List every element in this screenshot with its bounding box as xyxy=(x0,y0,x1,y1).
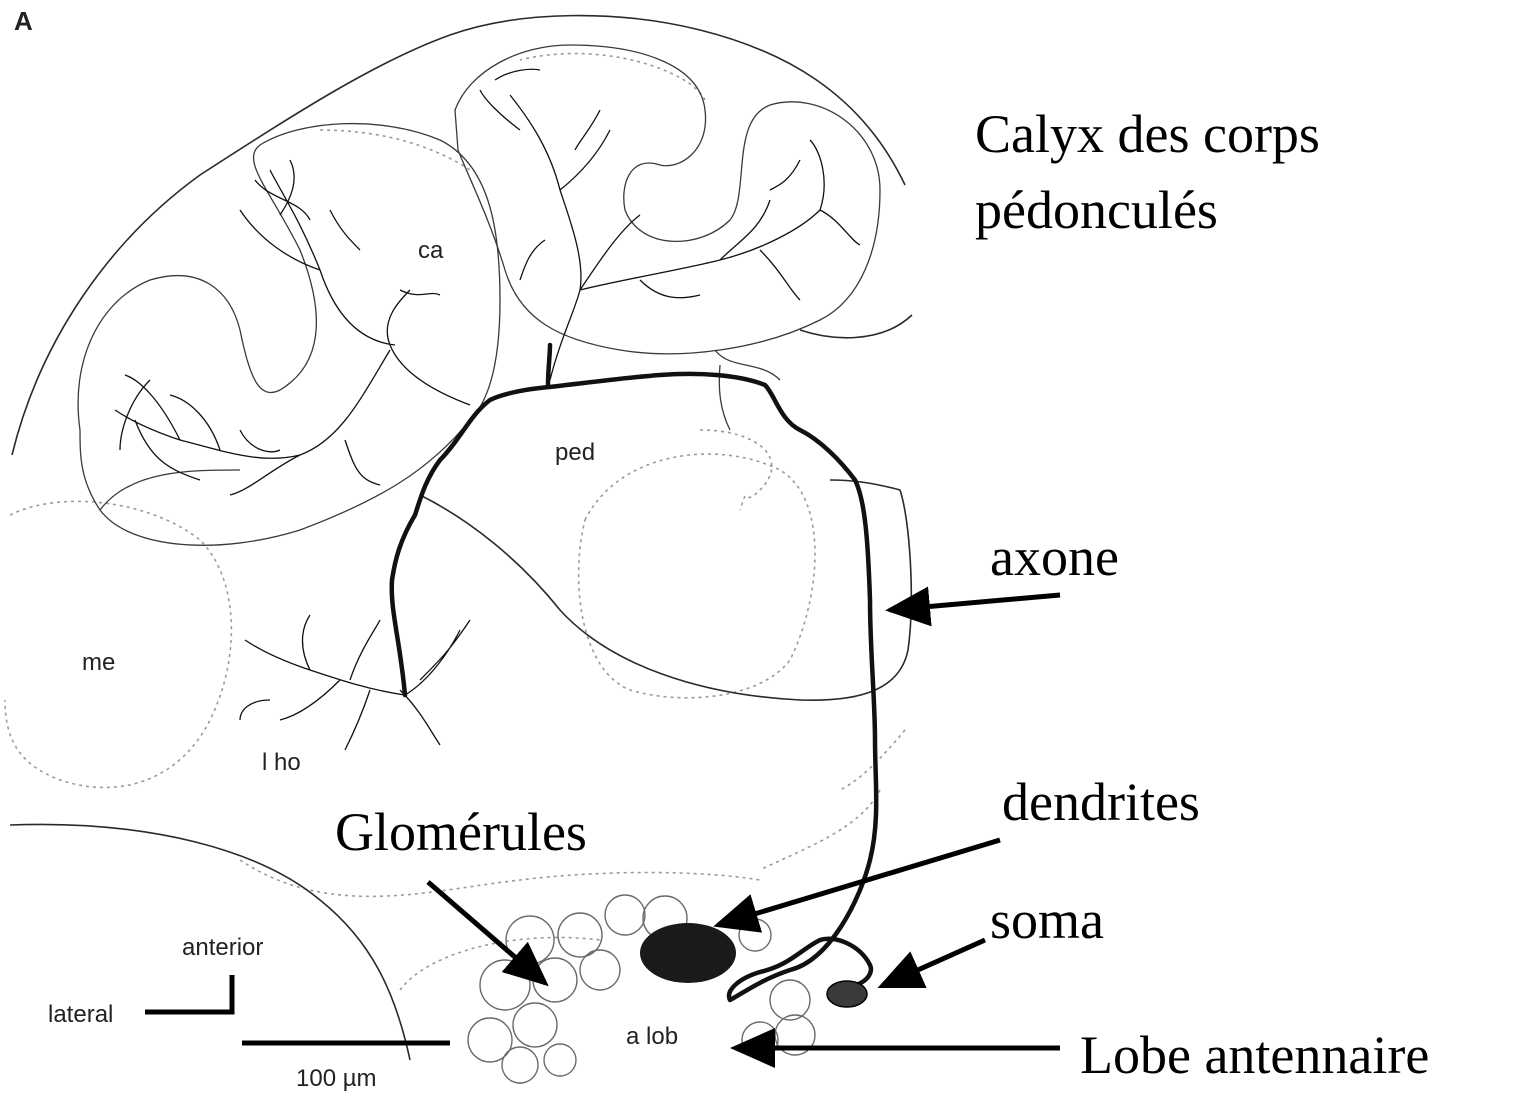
label-l-ho: l ho xyxy=(262,749,301,776)
arrow-soma xyxy=(882,940,985,986)
label-lateral: lateral xyxy=(48,1001,113,1028)
label-a-lob: a lob xyxy=(626,1023,678,1050)
calyx-arbor xyxy=(115,69,860,495)
label-ca: ca xyxy=(418,237,444,264)
orientation-compass: anterior lateral xyxy=(48,934,263,1028)
annotation-calyx-line1: Calyx des corps xyxy=(975,104,1320,164)
arrow-axone xyxy=(890,595,1060,610)
axon-branch-calyx xyxy=(548,345,550,385)
arrow-dendrites xyxy=(718,840,1000,925)
label-ped: ped xyxy=(555,439,595,466)
annotation-lobe-antennaire: Lobe antennaire xyxy=(1080,1025,1429,1085)
scale-bar: 100 µm xyxy=(242,1043,450,1092)
dendrite-cluster xyxy=(640,923,736,983)
soma-body xyxy=(827,981,867,1007)
annotation-glomerules: Glomérules xyxy=(335,802,587,862)
label-me: me xyxy=(82,649,115,676)
axon-path xyxy=(392,374,877,1000)
annotation-dendrites: dendrites xyxy=(1002,772,1200,832)
brain-outlines xyxy=(10,16,912,1060)
lateral-horn-arbor xyxy=(240,615,470,750)
panel-letter: A xyxy=(14,6,33,36)
scale-bar-label: 100 µm xyxy=(296,1065,377,1092)
annotation-axone: axone xyxy=(990,527,1119,587)
glomeruli xyxy=(468,895,815,1083)
label-anterior: anterior xyxy=(182,934,263,961)
annotation-soma: soma xyxy=(990,890,1104,950)
annotation-calyx-line2: pédonculés xyxy=(975,180,1218,240)
